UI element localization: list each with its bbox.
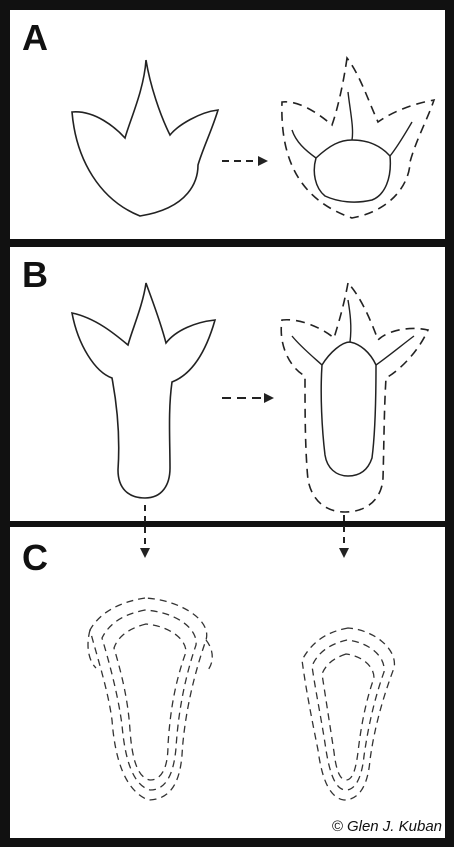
panel-label-a: A bbox=[22, 20, 48, 56]
panel-c: C bbox=[0, 524, 454, 847]
copyright-text: © Glen J. Kuban bbox=[332, 818, 442, 835]
panel-label-c: C bbox=[22, 540, 48, 576]
panel-label-b: B bbox=[22, 257, 48, 293]
panel-b: B bbox=[0, 243, 454, 524]
panel-a: A bbox=[0, 0, 454, 243]
